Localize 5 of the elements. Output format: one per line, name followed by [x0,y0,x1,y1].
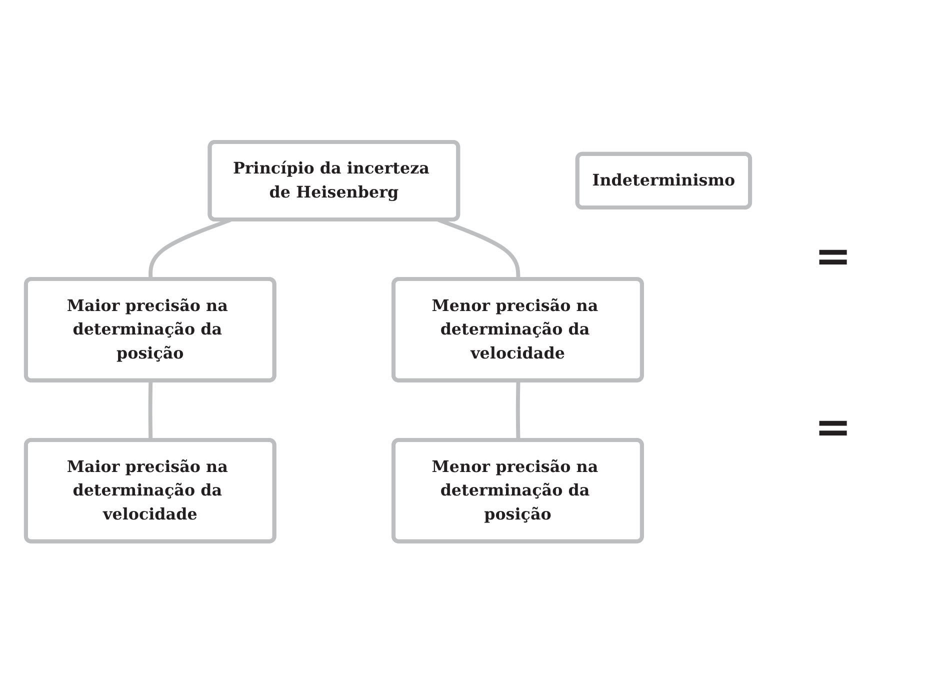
connector [148,381,153,441]
equals-sign: = [814,402,852,453]
connector [516,381,520,441]
equals-sign: = [814,231,852,282]
diagram: Princípio da incerteza de Heisenberg Maior precisão na determinação da posição Menor precisão na determinação da velocidade Maior precisão na determinação da velocidade Menor precisão na determinação da posição Indeterminismo [18,134,758,550]
